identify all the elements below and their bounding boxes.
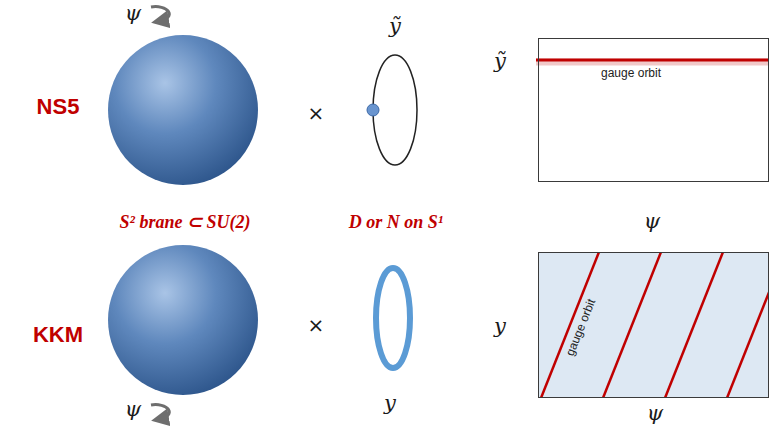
sphere <box>108 35 258 185</box>
circle-s1 <box>373 55 417 165</box>
axis-label: y <box>494 315 506 338</box>
gauge-orbit-line <box>727 252 769 398</box>
caption-text: D or N on S¹ <box>349 213 443 233</box>
axis-label: ψ <box>647 402 663 425</box>
circle-coordinate: y <box>384 392 396 415</box>
circle-coordinate: ỹ <box>389 15 401 38</box>
torus-region: gauge orbit <box>538 252 769 398</box>
gauge-orbit-line <box>536 59 769 62</box>
gauge-orbit-line <box>541 252 599 398</box>
brane-dot <box>367 104 379 116</box>
axis-label: ψ <box>644 210 660 233</box>
orbit-label: gauge orbit <box>601 67 661 80</box>
gauge-orbit-line <box>665 252 723 398</box>
orbit-glow <box>536 59 769 66</box>
product-sign: × <box>308 314 325 336</box>
rotation-angle: ψ <box>125 2 141 25</box>
product-sign: × <box>308 102 325 124</box>
row-title: KKM <box>33 323 83 347</box>
torus-region: gauge orbit <box>538 38 769 182</box>
rotation-arrow <box>151 7 169 21</box>
sphere <box>108 245 258 395</box>
row-title: NS5 <box>37 95 80 119</box>
circle-s1 <box>376 268 410 368</box>
rotation-angle: ψ <box>125 398 141 421</box>
orbit-label: gauge orbit <box>564 298 599 359</box>
torus-rect <box>538 252 769 398</box>
gauge-orbit-line <box>603 252 661 398</box>
caption-text: S² brane ⊂ SU(2) <box>120 213 251 233</box>
rotation-arrow <box>151 405 169 419</box>
axis-label: ỹ <box>494 50 506 73</box>
